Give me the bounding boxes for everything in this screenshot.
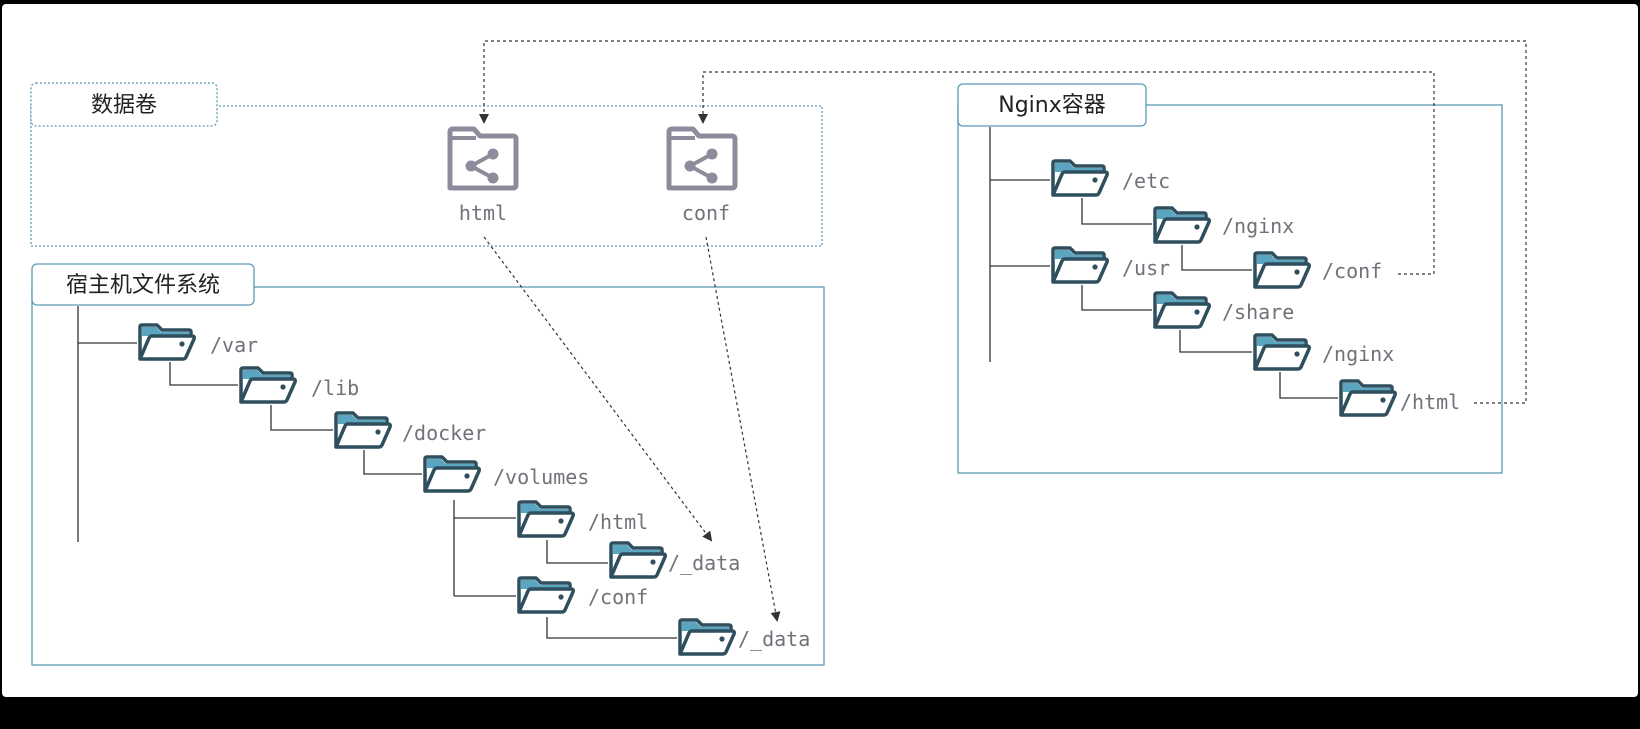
folder-share-icon	[450, 129, 516, 188]
nginx-folder-html[interactable]: /html	[1339, 379, 1460, 417]
nginx-panel: Nginx容器 /etc /nginx /conf /usr	[957, 83, 1503, 474]
host-folder-vol-conf-data[interactable]: /_data	[678, 618, 810, 656]
nginx-folder-etc-nginx[interactable]: /nginx	[1153, 206, 1294, 244]
host-folder-vol-conf-data-label: /_data	[738, 627, 810, 651]
host-folder-lib-label: /lib	[311, 376, 359, 400]
folder-icon	[1153, 206, 1211, 244]
folder-icon	[1339, 379, 1397, 417]
volume-html[interactable]: html	[450, 129, 516, 225]
nginx-folder-conf-label: /conf	[1322, 259, 1382, 283]
nginx-panel-border	[957, 104, 1503, 474]
nginx-folder-usr[interactable]: /usr	[1051, 246, 1170, 284]
host-panel-title-box	[31, 263, 255, 306]
volume-panel-title: 数据卷	[91, 93, 157, 118]
nginx-folder-share[interactable]: /share	[1153, 291, 1294, 329]
volume-conf-label: conf	[682, 201, 730, 225]
host-folder-vol-conf-label: /conf	[588, 585, 648, 609]
folder-icon	[334, 411, 392, 449]
nginx-folder-html-label: /html	[1400, 390, 1460, 414]
host-panel: 宿主机文件系统 /var /lib /docker	[31, 263, 825, 666]
host-folder-vol-html[interactable]: /html	[517, 500, 648, 538]
host-folder-volumes[interactable]: /volumes	[423, 455, 589, 493]
folder-icon	[609, 541, 667, 579]
folder-icon	[1153, 291, 1211, 329]
nginx-folder-share-label: /share	[1222, 300, 1294, 324]
connector-nginx-conf-to-volume-conf	[698, 71, 1435, 275]
host-folder-var[interactable]: /var	[138, 323, 258, 361]
host-panel-border	[31, 286, 825, 666]
nginx-folder-conf[interactable]: /conf	[1253, 251, 1382, 289]
folder-icon	[138, 323, 196, 361]
folder-icon	[1253, 251, 1311, 289]
nginx-folder-share-nginx[interactable]: /nginx	[1253, 333, 1394, 371]
host-tree-lines	[77, 306, 677, 639]
folder-icon	[517, 500, 575, 538]
folder-icon	[239, 366, 297, 404]
host-folder-vol-html-data-label: /_data	[668, 551, 740, 575]
host-folder-vol-html-data[interactable]: /_data	[609, 541, 740, 579]
folder-icon	[678, 618, 736, 656]
volume-panel-border	[30, 105, 823, 247]
connector-nginx-html-to-volume-html	[479, 40, 1527, 404]
volume-html-label: html	[459, 201, 507, 225]
folder-icon	[1253, 333, 1311, 371]
nginx-folder-share-nginx-label: /nginx	[1322, 342, 1394, 366]
folder-icon	[1051, 246, 1109, 284]
volume-panel: 数据卷 html conf	[30, 82, 823, 247]
nginx-folder-usr-label: /usr	[1122, 256, 1170, 280]
diagram-background	[2, 4, 1638, 697]
nginx-tree-lines	[989, 127, 1338, 399]
host-folder-vol-html-label: /html	[588, 510, 648, 534]
nginx-folder-etc-label: /etc	[1122, 169, 1170, 193]
volume-conf[interactable]: conf	[669, 129, 735, 225]
folder-icon	[517, 576, 575, 614]
nginx-panel-title: Nginx容器	[998, 93, 1106, 118]
nginx-folder-etc-nginx-label: /nginx	[1222, 214, 1294, 238]
connector-volume-conf-to-host-data	[705, 236, 781, 622]
nginx-folder-etc[interactable]: /etc	[1051, 159, 1170, 197]
host-folder-docker-label: /docker	[402, 421, 486, 445]
host-folder-vol-conf[interactable]: /conf	[517, 576, 648, 614]
folder-share-icon	[669, 129, 735, 188]
nginx-panel-title-box	[957, 83, 1147, 127]
folder-icon	[1051, 159, 1109, 197]
host-folder-volumes-label: /volumes	[493, 465, 589, 489]
host-folder-var-label: /var	[210, 333, 258, 357]
volume-panel-title-box	[30, 82, 218, 127]
host-panel-title: 宿主机文件系统	[66, 273, 220, 298]
mapping-connectors	[479, 40, 1527, 622]
host-folder-docker[interactable]: /docker	[334, 411, 486, 449]
host-folder-lib[interactable]: /lib	[239, 366, 359, 404]
folder-icon	[423, 455, 481, 493]
